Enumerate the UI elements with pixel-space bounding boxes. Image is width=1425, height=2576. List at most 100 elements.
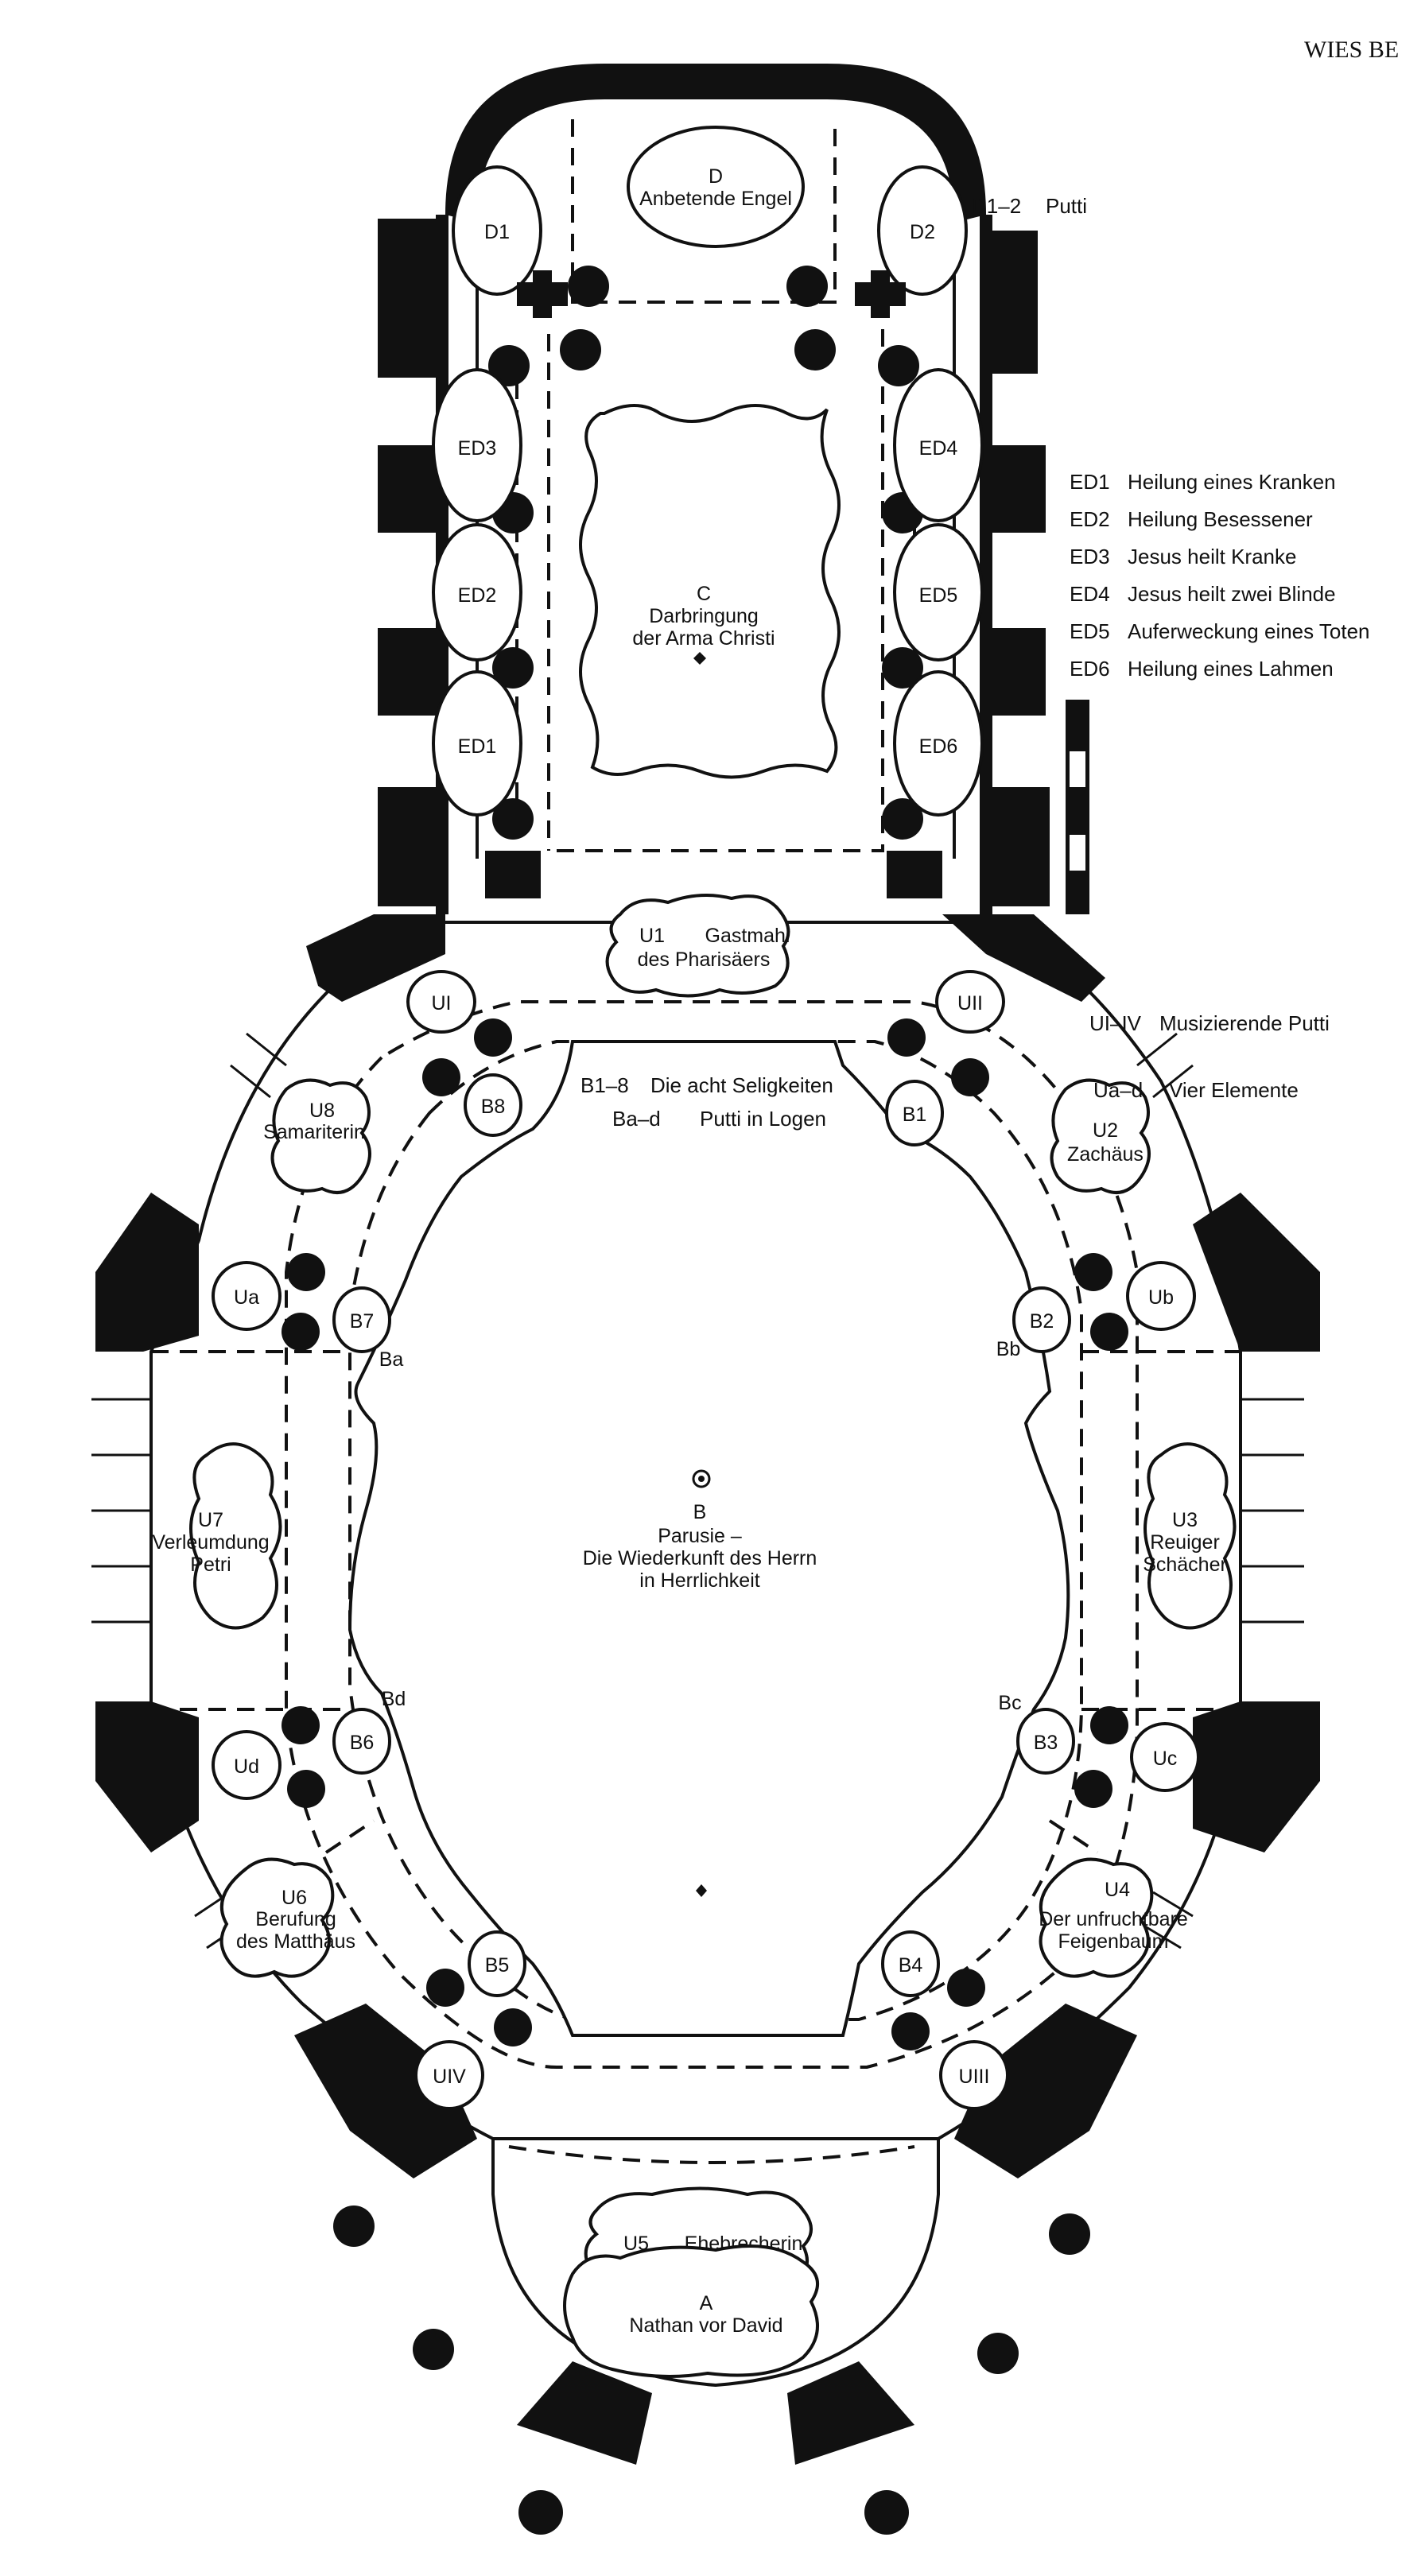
label-U1-line1: Gastmahl [705, 925, 790, 947]
label-B-line2: Die Wiederkunft des Herrn [583, 1547, 817, 1569]
fresco-ED2 [432, 523, 522, 661]
nave-center-marker [692, 1469, 711, 1488]
label-U3-code: U3 [1172, 1509, 1198, 1531]
choir-center-marker [693, 652, 706, 665]
label-U3-line1: Reuiger [1150, 1531, 1220, 1554]
label-D-title: Anbetende Engel [639, 188, 792, 210]
legend-code-ED2: ED2 [1070, 507, 1110, 531]
svg-text:Vier Elemente: Vier Elemente [1169, 1078, 1299, 1102]
legend-code-ED3: ED3 [1070, 545, 1110, 568]
label-B8: B8 [481, 1096, 506, 1118]
label-B6: B6 [350, 1732, 375, 1754]
label-C-line1: Darbringung [649, 605, 759, 627]
label-ED2: ED2 [458, 584, 497, 607]
choir-apse-wall [445, 64, 986, 223]
legend-text-ED5: Auferweckung eines Toten [1128, 619, 1370, 643]
fresco-ED5 [893, 523, 984, 661]
label-A-code: A [700, 2292, 713, 2314]
label-U1-code: U1 [639, 925, 665, 947]
fresco-B1 [885, 1080, 944, 1146]
svg-text:Musizierende Putti: Musizierende Putti [1159, 1011, 1330, 1035]
label-U7-code: U7 [198, 1509, 223, 1531]
annotation-D1-2: D1–2 Putti [972, 194, 1087, 218]
legend-code-ED6: ED6 [1070, 657, 1110, 681]
label-U6-line2: des Matthäus [236, 1930, 355, 1953]
svg-text:B1–8: B1–8 [580, 1073, 629, 1097]
entrance-pillars [333, 2206, 1090, 2535]
annotation-B1-8: B1–8 Die acht Seligkeiten [580, 1073, 833, 1097]
label-B-line1: Parusie – [658, 1525, 742, 1547]
label-B4: B4 [899, 1954, 923, 1977]
label-U7-line1: Verleumdung [152, 1531, 269, 1554]
svg-text:Putti in Logen: Putti in Logen [700, 1107, 826, 1131]
legend-code-ED5: ED5 [1070, 619, 1110, 643]
choir-pillar-cross-right [855, 270, 906, 318]
fresco-B4 [881, 1930, 940, 1997]
label-U3-line2: Schächer [1143, 1554, 1227, 1576]
label-B3: B3 [1034, 1732, 1058, 1754]
label-Ua: Ua [234, 1286, 259, 1309]
label-C-line2: der Arma Christi [632, 627, 775, 650]
choir-arch-pier-left [485, 851, 541, 898]
entrance-outline [491, 2139, 940, 2388]
legend-ED: ED1 Heilung eines Kranken ED2 Heilung Be… [1070, 470, 1370, 681]
fresco-B7 [332, 1286, 391, 1353]
label-Uc: Uc [1153, 1748, 1178, 1770]
fresco-Ud [212, 1730, 282, 1800]
fresco-U7 [189, 1442, 282, 1630]
fresco-U3-frame [1143, 1442, 1237, 1630]
entrance: A Nathan vor David [333, 2139, 1090, 2535]
choir-arch-pier-right [887, 851, 942, 898]
label-D1: D1 [484, 221, 510, 243]
fresco-ED4 [893, 368, 984, 522]
label-Bc: Bc [998, 1692, 1021, 1714]
fresco-C [579, 404, 841, 779]
nave: B Parusie – Die Wiederkunft des Herrn in… [91, 895, 1320, 2294]
label-ED6: ED6 [919, 735, 958, 758]
legend-text-ED3: Jesus heilt Kranke [1128, 545, 1296, 568]
scale-bar [1066, 700, 1089, 914]
label-U1-line2: des Pharisäers [638, 949, 771, 971]
label-U4-code: U4 [1105, 1879, 1130, 1901]
label-Ub: Ub [1148, 1286, 1174, 1309]
label-U2-title: Zachäus [1067, 1143, 1143, 1166]
legend-code-ED1: ED1 [1070, 470, 1110, 494]
fresco-ED3 [432, 368, 522, 522]
fresco-B3 [1016, 1708, 1075, 1775]
nave-round-pillars [282, 1018, 1128, 2050]
svg-text:Ua–d: Ua–d [1093, 1078, 1143, 1102]
fresco-Ua [212, 1261, 282, 1331]
label-UI: UI [432, 992, 452, 1014]
fresco-UI [406, 970, 476, 1034]
fresco-D [627, 126, 805, 248]
label-B7: B7 [350, 1310, 375, 1333]
fresco-A [563, 2244, 819, 2378]
fresco-UII [935, 970, 1005, 1034]
label-ED5: ED5 [919, 584, 958, 607]
fresco-B8 [464, 1073, 522, 1137]
choir-right-buttresses [980, 215, 1050, 914]
page-header: WIES BE [1304, 37, 1399, 63]
fresco-UIII [939, 2040, 1009, 2110]
label-Ud: Ud [234, 1755, 259, 1778]
label-A-title: Nathan vor David [629, 2314, 782, 2337]
label-ED1: ED1 [458, 735, 497, 758]
fresco-B2 [1012, 1286, 1071, 1353]
fresco-D2 [877, 165, 968, 296]
fresco-B6 [332, 1708, 391, 1775]
nave-window-lines-left [91, 1032, 287, 1949]
label-Bd: Bd [382, 1688, 406, 1710]
label-U8-title: Samariterin [263, 1121, 365, 1143]
fresco-ED6 [893, 670, 984, 817]
label-D2: D2 [910, 221, 935, 243]
fresco-B5 [468, 1930, 526, 1997]
entrance-dashes [508, 2145, 915, 2164]
label-B5: B5 [485, 1954, 510, 1977]
label-B2: B2 [1030, 1310, 1054, 1333]
label-U4-line2: Feigenbaum [1058, 1930, 1169, 1953]
label-U2-code: U2 [1093, 1119, 1118, 1142]
fresco-Uc [1130, 1722, 1200, 1792]
label-UIV: UIV [433, 2066, 466, 2088]
label-D-code: D [709, 165, 723, 188]
